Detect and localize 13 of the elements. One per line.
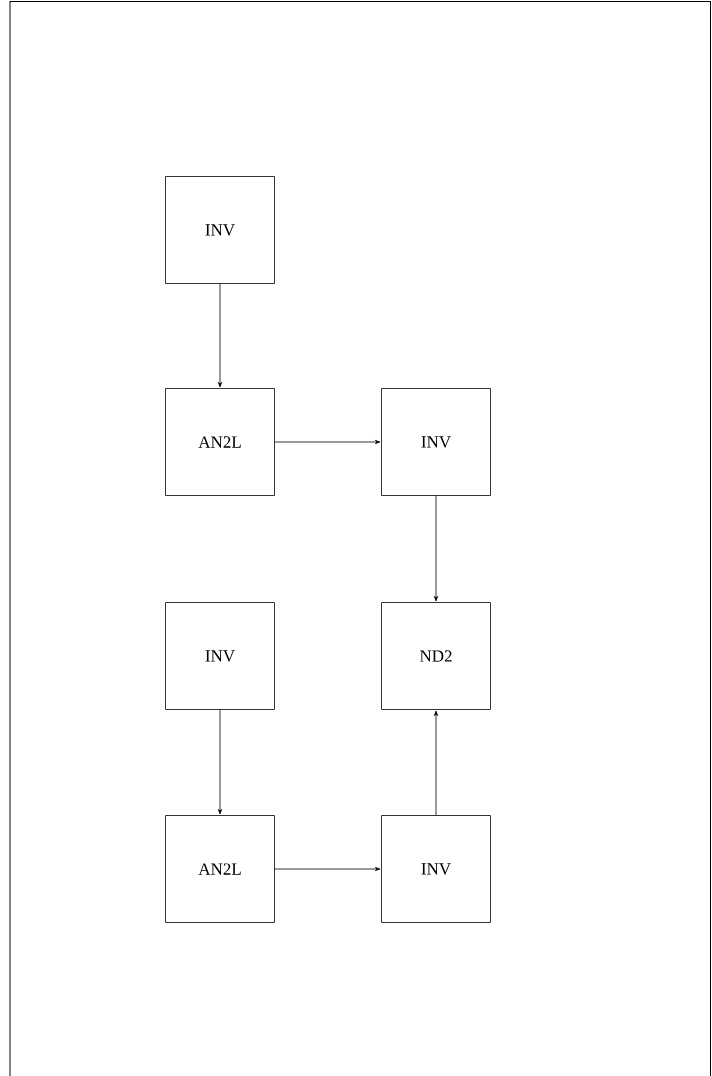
gate-box: INV xyxy=(381,815,491,923)
gate-box: ND2 xyxy=(381,602,491,710)
gate-box: AN2L xyxy=(165,388,275,496)
gate-box: AN2L xyxy=(165,815,275,923)
arrow xyxy=(218,709,222,815)
gate-box: INV xyxy=(165,176,275,284)
arrow xyxy=(434,710,438,816)
gate-box: INV xyxy=(381,388,491,496)
arrow xyxy=(274,440,381,444)
arrow xyxy=(434,495,438,602)
gate-box: INV xyxy=(165,602,275,710)
arrow xyxy=(274,867,381,871)
arrow xyxy=(218,283,222,388)
